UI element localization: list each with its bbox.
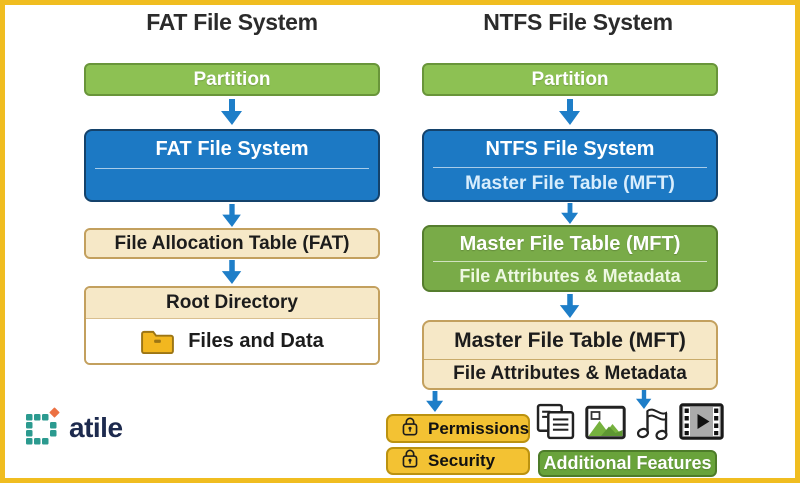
- fat-partition-box: Partition: [84, 63, 380, 96]
- fat-files-and-data-label: Files and Data: [188, 329, 324, 352]
- ntfs-permissions-label: Permissions: [428, 418, 530, 438]
- ntfs-partition-label: Partition: [531, 68, 609, 90]
- arrow-down-icon: [561, 203, 579, 224]
- documents-icon: [534, 403, 577, 445]
- arrow-down-icon: [222, 204, 241, 227]
- image-icon: [585, 405, 626, 445]
- fat-filesystem-box: FAT File System: [84, 129, 380, 202]
- lock-icon: [401, 448, 419, 474]
- ntfs-additional-features-label: Additional Features: [543, 453, 712, 473]
- ntfs-permissions-box: Permissions: [386, 414, 530, 443]
- brand-logo: atile: [24, 404, 123, 451]
- fat-filesystem-empty-row: [86, 169, 378, 200]
- divider: [433, 261, 707, 262]
- music-note-icon: [634, 404, 671, 445]
- ntfs-additional-features-box: Additional Features: [538, 450, 717, 477]
- ntfs-security-box: Security: [386, 447, 530, 475]
- ntfs-mft-detail-label: Master File Table (MFT): [454, 328, 686, 352]
- ntfs-filesystem-label: NTFS File System: [485, 137, 655, 160]
- fat-files-row: Files and Data: [86, 319, 378, 363]
- ntfs-security-label: Security: [428, 451, 496, 470]
- ntfs-mft-sublabel: File Attributes & Metadata: [459, 265, 681, 286]
- fat-root-directory-label: Root Directory: [86, 288, 378, 319]
- fat-root-directory-box: Root Directory Files and Data: [84, 286, 380, 365]
- folder-icon: [140, 328, 175, 355]
- logo-d-tiles-icon: [24, 404, 66, 451]
- ntfs-mft-box: Master File Table (MFT) File Attributes …: [422, 225, 718, 292]
- arrow-down-icon: [559, 294, 580, 318]
- file-type-icons: [534, 403, 724, 445]
- ntfs-filesystem-box: NTFS File System Master File Table (MFT): [422, 129, 718, 202]
- arrow-down-icon: [221, 260, 242, 284]
- ntfs-mft-label: Master File Table (MFT): [459, 232, 681, 255]
- fat-allocation-table-label: File Allocation Table (FAT): [114, 232, 350, 254]
- lock-icon: [401, 416, 419, 442]
- divider: [95, 168, 369, 169]
- ntfs-mft-detail-sublabel: File Attributes & Metadata: [453, 363, 687, 384]
- arrow-down-icon: [221, 99, 242, 125]
- logo-wordmark: atile: [69, 411, 123, 443]
- arrow-down-icon: [635, 390, 652, 409]
- ntfs-partition-box: Partition: [422, 63, 718, 96]
- ntfs-column-title: NTFS File System: [483, 9, 673, 35]
- fat-column-title: FAT File System: [146, 9, 318, 35]
- film-icon: [679, 403, 724, 445]
- fat-filesystem-label: FAT File System: [155, 138, 309, 160]
- ntfs-mft-detail-box: Master File Table (MFT) File Attributes …: [422, 320, 718, 390]
- divider: [433, 167, 707, 168]
- arrow-down-icon: [426, 391, 444, 412]
- fat-partition-label: Partition: [193, 68, 271, 90]
- divider: [424, 359, 716, 360]
- ntfs-filesystem-sublabel: Master File Table (MFT): [465, 173, 675, 194]
- arrow-down-icon: [559, 99, 580, 125]
- fat-allocation-table-box: File Allocation Table (FAT): [84, 228, 380, 259]
